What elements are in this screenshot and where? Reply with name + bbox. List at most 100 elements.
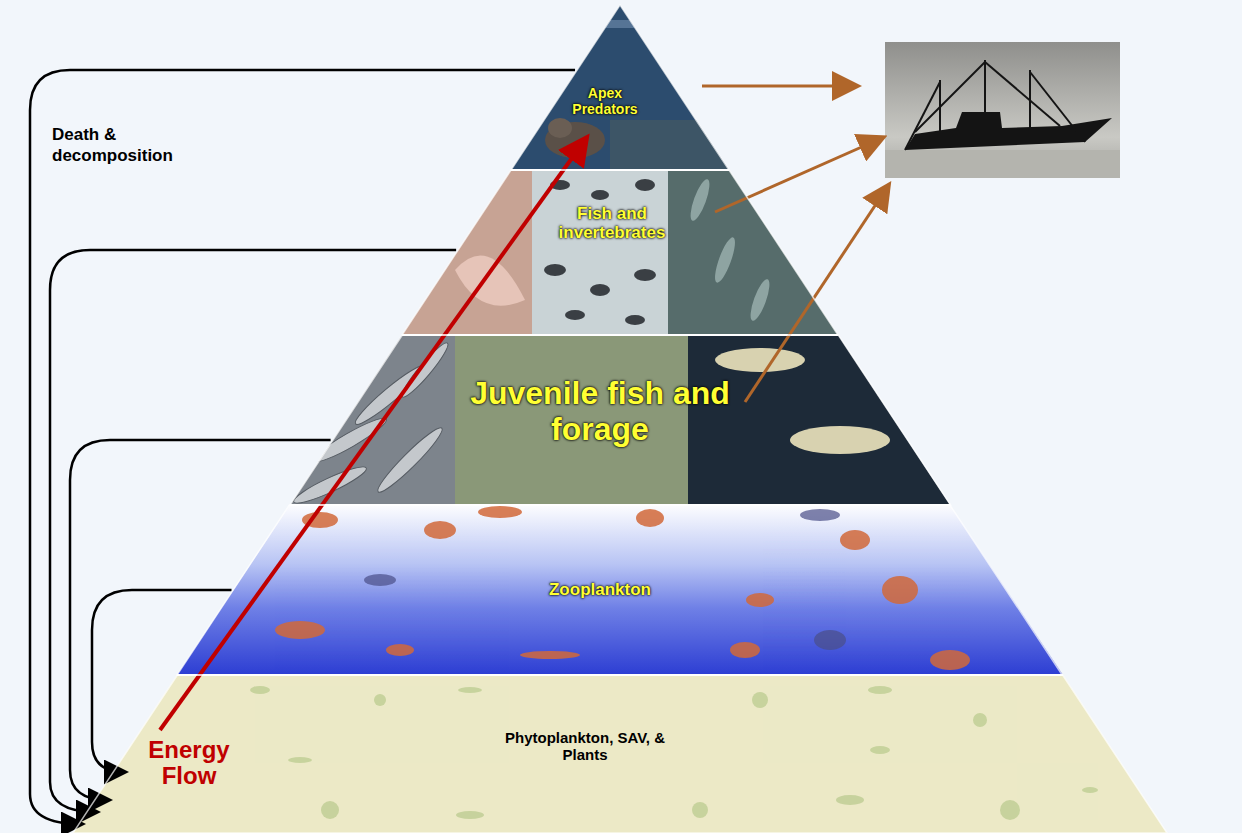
tier-border <box>511 5 729 170</box>
illustration-part <box>250 686 270 694</box>
illustration-part <box>374 694 386 706</box>
illustration-part <box>746 593 774 607</box>
illustration-part <box>745 186 888 402</box>
illustration-part <box>985 62 1060 126</box>
pyramid-tier: Apex Predators <box>511 5 729 170</box>
illustration-part <box>548 118 572 138</box>
illustration-part <box>984 60 986 112</box>
annotation-label: Death & decomposition <box>52 124 184 167</box>
illustration-part <box>840 530 870 550</box>
illustration-part <box>458 687 482 693</box>
illustration-part <box>456 811 484 819</box>
illustration-part <box>364 574 396 586</box>
illustration-part <box>790 426 890 454</box>
illustration-part <box>752 692 768 708</box>
tier-outline <box>73 675 1167 833</box>
tier-label: Fish and invertebrates <box>550 204 674 242</box>
pyramid-tier: Zooplankton <box>177 505 1062 675</box>
fish-photo <box>400 168 843 338</box>
illustration-part <box>364 509 846 650</box>
illustration-part <box>747 277 773 322</box>
tier-label: Phytoplankton, SAV, & Plants <box>487 730 683 764</box>
illustration-part <box>175 503 1065 678</box>
illustration-part <box>715 348 890 454</box>
illustration-part <box>885 150 1120 178</box>
tier-border <box>73 675 1167 833</box>
illustration-part <box>1082 787 1098 793</box>
illustration-part <box>424 521 456 539</box>
illustration-part <box>386 644 414 656</box>
illustration-part <box>905 112 1112 150</box>
illustration-part <box>275 621 325 639</box>
illustration-part <box>532 168 668 338</box>
illustration-part <box>715 348 805 372</box>
illustration-part <box>250 686 1098 820</box>
decomposition-arrow <box>30 70 575 824</box>
decomposition-arrow <box>50 250 456 812</box>
illustration-part <box>321 801 339 819</box>
illustration-part <box>814 630 846 650</box>
tier-outline <box>402 170 838 335</box>
tier-label: Zooplankton <box>525 580 675 599</box>
illustration-part <box>870 746 890 754</box>
pyramid-tier: Juvenile fish and forage <box>290 335 951 505</box>
illustration-part <box>373 423 447 497</box>
illustration-part <box>1030 72 1085 142</box>
illustration-part <box>702 85 856 88</box>
illustration-part <box>885 42 1120 178</box>
illustration-part <box>70 673 1170 833</box>
illustration-part <box>800 509 840 521</box>
illustration-part <box>478 506 522 518</box>
illustration-part <box>634 269 656 281</box>
tier-border <box>177 505 1062 675</box>
illustration-part <box>730 642 760 658</box>
tier-dividers <box>177 170 1063 675</box>
tier-label: Apex Predators <box>563 86 647 117</box>
illustration-part <box>455 255 525 305</box>
illustration-part <box>882 576 918 604</box>
illustration-part <box>635 179 655 191</box>
harvest-arrows <box>702 86 888 402</box>
zooplankton-photo <box>175 503 1065 678</box>
illustration-part <box>288 757 312 763</box>
illustration-part <box>868 686 892 694</box>
illustration-part <box>520 651 580 659</box>
illustration-part <box>688 333 953 508</box>
illustration-part <box>915 62 985 132</box>
pyramid-tier: Phytoplankton, SAV, & Plants <box>73 675 1167 833</box>
tier-label: Juvenile fish and forage <box>464 376 736 448</box>
illustration-part <box>288 333 455 508</box>
illustration-part <box>905 60 1085 150</box>
energy-flow-arrow <box>160 140 585 730</box>
decomposition-arrow <box>70 440 331 800</box>
illustration-part <box>687 177 773 322</box>
illustration-part <box>715 138 882 212</box>
illustration-part <box>565 310 585 320</box>
illustration-part <box>500 20 740 28</box>
illustration-part <box>930 650 970 670</box>
illustration-part <box>692 802 708 818</box>
phytoplankton-photo <box>70 673 1170 833</box>
tier-border <box>402 170 838 335</box>
illustration-part <box>636 509 664 527</box>
illustration-part <box>610 120 740 175</box>
illustration-part <box>711 235 739 284</box>
illustration-part <box>836 795 864 805</box>
illustration-part <box>590 284 610 296</box>
illustration-part <box>544 179 656 325</box>
tier-border <box>290 335 951 505</box>
illustration-part <box>625 315 645 325</box>
illustration-part <box>687 177 713 222</box>
edge-label: Energy Flow <box>139 737 239 790</box>
illustration-part <box>591 190 609 200</box>
fishing-boat-photo <box>885 42 1120 178</box>
illustration-part <box>400 168 532 338</box>
illustration-part <box>275 506 970 670</box>
pyramid-tier: Fish and invertebrates <box>402 170 838 335</box>
illustration-part <box>905 82 940 150</box>
forage-photo <box>288 331 953 508</box>
illustration-part <box>1000 800 1020 820</box>
illustration-part <box>973 713 987 727</box>
illustration-part <box>544 264 566 276</box>
